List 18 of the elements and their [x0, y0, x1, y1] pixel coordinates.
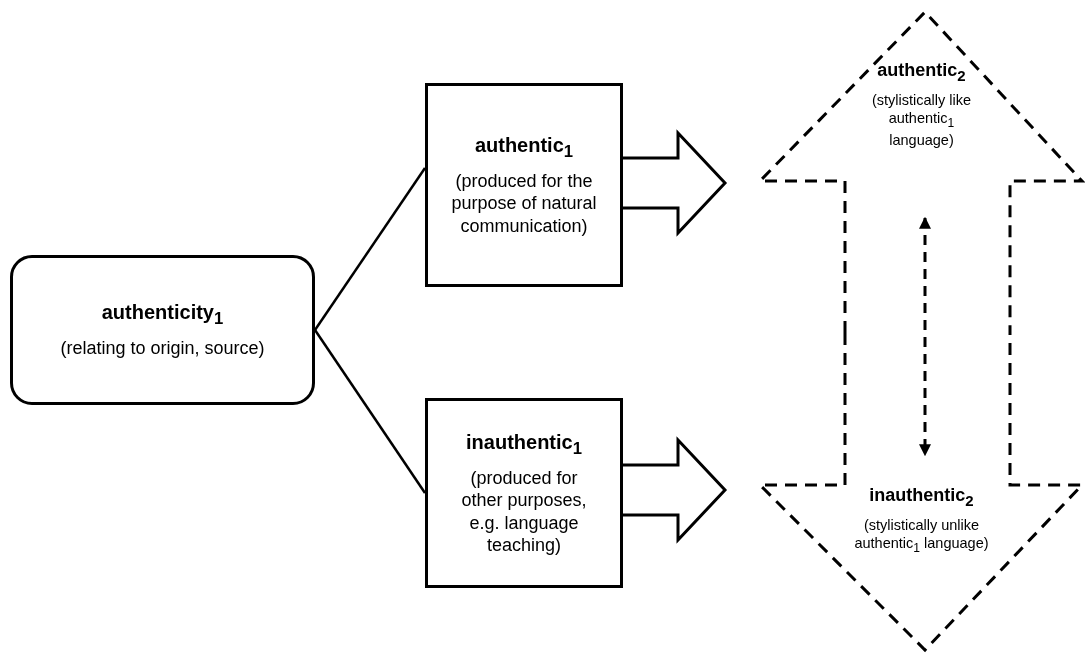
heading: authentic$_{1}$: [474, 132, 574, 162]
heading: inauthentic$_{2}$: [869, 485, 974, 510]
description: (stylistically like authentic$_{1}$ language): [870, 90, 973, 149]
heading: authentic$_{2}$: [877, 60, 966, 85]
description: (produced for the purpose of natural communication): [450, 169, 598, 238]
process-box: [425, 83, 623, 287]
connector-line: [313, 167, 427, 331]
heading: inauthentic$_{1}$: [466, 429, 582, 459]
process-box: [425, 398, 623, 588]
double-arrow: [919, 216, 931, 457]
block-arrow: [620, 436, 728, 544]
heading: authenticity$_{1}$: [101, 300, 224, 330]
description: (stylistically unlike authentic$_{1}$ language): [853, 515, 990, 556]
block-arrow: [620, 129, 728, 237]
rounded-box: [10, 255, 315, 405]
description: (relating to origin, source): [60, 337, 265, 360]
connector-line: [313, 329, 427, 494]
description: (produced for other purposes, e.g. language teaching): [460, 466, 588, 557]
